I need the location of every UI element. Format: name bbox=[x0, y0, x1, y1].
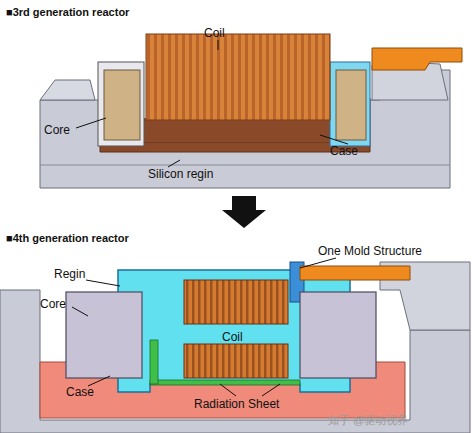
part-label: Regin bbox=[54, 268, 85, 281]
part-label: Radiation Sheet bbox=[194, 398, 279, 411]
part-label: Core bbox=[40, 298, 66, 311]
down-arrow bbox=[222, 196, 266, 228]
watermark: 知乎 @驱动视界 bbox=[328, 414, 408, 426]
part-label: Core bbox=[44, 124, 70, 137]
fourth-gen-reactor bbox=[0, 258, 470, 433]
part-label: Coil bbox=[204, 27, 225, 40]
part-label: One Mold Structure bbox=[318, 245, 422, 258]
third-gen-reactor bbox=[40, 34, 462, 188]
part-label: Coil bbox=[222, 331, 243, 344]
part-label: Case bbox=[66, 386, 94, 399]
section-heading: ■4th generation reactor bbox=[6, 232, 129, 244]
section-heading: ■3rd generation reactor bbox=[6, 6, 129, 18]
part-label: Silicon regin bbox=[148, 168, 213, 181]
part-label: Case bbox=[330, 145, 358, 158]
